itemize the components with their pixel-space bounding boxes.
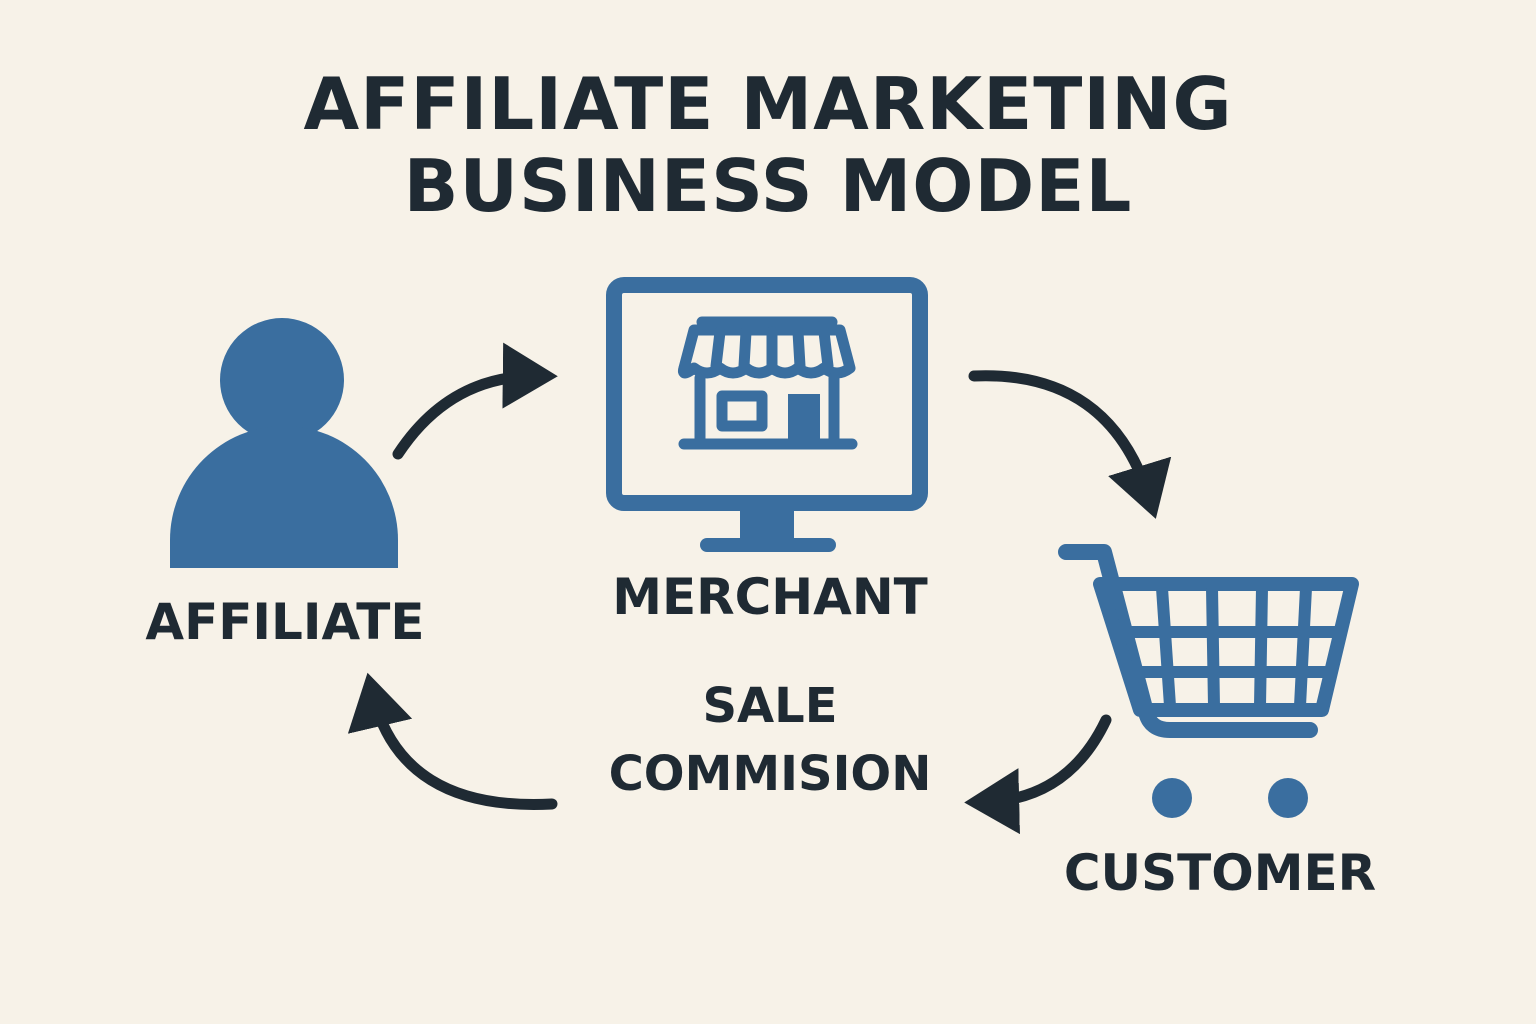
page-title-line-1: AFFILIATE MARKETING — [303, 62, 1233, 146]
affiliate-to-merchant-arrow — [392, 342, 558, 460]
person-icon — [170, 318, 398, 568]
customer-to-commision-arrow — [964, 714, 1112, 835]
merchant-label: MERCHANT — [612, 568, 928, 626]
affiliate-label: AFFILIATE — [145, 593, 425, 651]
shopping-cart-icon — [1058, 544, 1359, 818]
merchant-to-customer-arrow — [968, 370, 1172, 519]
storefront-icon — [678, 316, 858, 450]
monitor-store-icon — [606, 277, 928, 552]
commision-to-affiliate-arrow — [347, 672, 558, 810]
commision-label: COMMISION — [608, 746, 932, 802]
page-title-line-2: BUSINESS MODEL — [403, 144, 1133, 228]
customer-label: CUSTOMER — [1063, 844, 1377, 902]
sale-label: SALE — [702, 678, 838, 734]
